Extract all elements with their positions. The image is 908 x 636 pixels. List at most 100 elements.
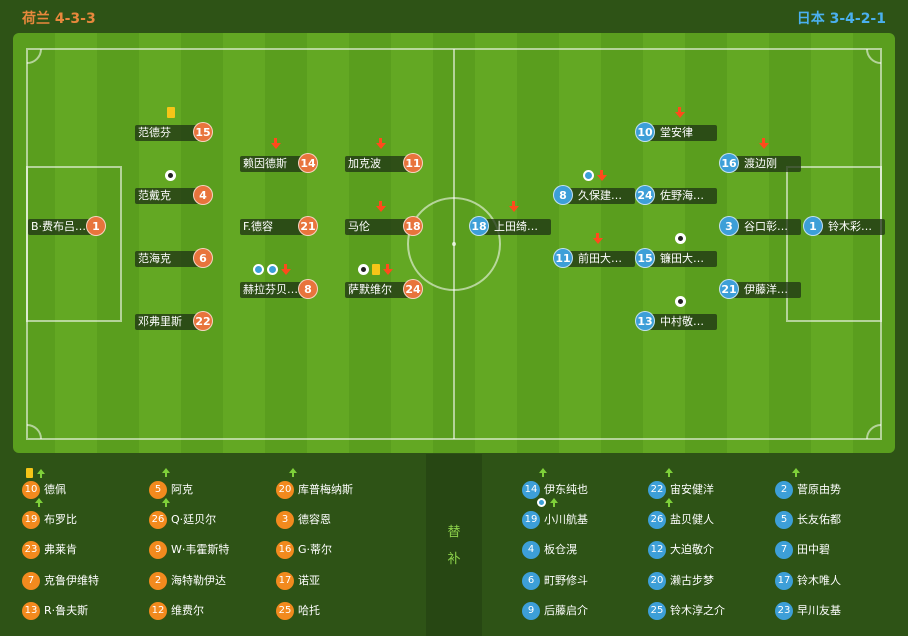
- player-number: 18: [403, 216, 423, 236]
- player-name: 伊藤洋…: [729, 282, 801, 298]
- player-name: 赫拉芬贝…: [240, 282, 303, 298]
- player-name: 邓弗里斯: [135, 314, 198, 330]
- sub-number: 23: [775, 602, 793, 620]
- sub-in-arrow-icon: [162, 498, 170, 507]
- substitutes-label: 替 补: [426, 454, 482, 636]
- player-number: 10: [635, 122, 655, 142]
- sub-number: 9: [149, 541, 167, 559]
- own-goal-icon: [267, 264, 278, 275]
- sub-in-arrow-icon: [35, 498, 43, 507]
- player-away[interactable]: 久保建… 8: [553, 169, 635, 205]
- sub-name: 弗莱肯: [44, 543, 77, 556]
- substitutes-label-char: 替: [447, 525, 461, 540]
- own-goal-icon: [583, 170, 594, 181]
- event-icons: [792, 468, 800, 477]
- sub-number: 2: [149, 572, 167, 590]
- player-name: 范德芬: [135, 125, 198, 141]
- event-icons: [593, 232, 603, 245]
- player-number: 22: [193, 311, 213, 331]
- sub-name: G·蒂尔: [298, 543, 333, 556]
- event-icons: [376, 200, 386, 213]
- player-away[interactable]: 伊藤洋… 21: [719, 279, 801, 299]
- event-icons: [167, 106, 175, 119]
- event-icons: [253, 263, 291, 276]
- player-home[interactable]: 加克波 11: [343, 137, 423, 173]
- sub-name: 哈托: [298, 604, 320, 617]
- goal-ball-icon: [675, 233, 686, 244]
- own-goal-icon: [253, 264, 264, 275]
- sub-name: 库普梅纳斯: [298, 483, 353, 496]
- player-away[interactable]: 镰田大… 15: [635, 233, 717, 268]
- player-name: 马伦: [345, 219, 408, 235]
- sub-name: 盐贝健人: [670, 513, 714, 526]
- event-icons: [162, 468, 170, 477]
- player-home[interactable]: 范戴克 4: [133, 170, 213, 205]
- player-number: 8: [298, 279, 318, 299]
- sub-number: 9: [522, 602, 540, 620]
- event-icons: [165, 169, 176, 182]
- player-home[interactable]: 范德芬 15: [133, 107, 213, 142]
- player-name: F.德容: [240, 219, 303, 235]
- event-icons: [376, 137, 386, 150]
- event-icons: [537, 498, 558, 507]
- player-number: 15: [635, 248, 655, 268]
- home-bench: 10 德佩 5 阿克 20 库普梅纳斯 19 布罗比 26 Q·廷贝尔 3 德容…: [13, 454, 426, 636]
- yellow-card-icon: [372, 264, 380, 275]
- player-home[interactable]: 马伦 18: [343, 200, 423, 236]
- sub-name: 早川友基: [797, 604, 841, 617]
- sub-out-arrow-icon: [281, 263, 291, 276]
- player-away[interactable]: 谷口彰… 3: [719, 216, 801, 236]
- player-number: 16: [719, 153, 739, 173]
- player-home[interactable]: 赫拉芬贝… 8: [238, 263, 318, 299]
- sub-name: 克鲁伊维特: [44, 574, 99, 587]
- player-away[interactable]: 上田绮… 18: [469, 200, 551, 236]
- sub-number: 6: [522, 572, 540, 590]
- header: 荷兰 4-3-3 日本 3-4-2-1: [0, 0, 908, 33]
- player-away[interactable]: 佐野海… 24: [635, 185, 717, 205]
- player-home[interactable]: 范海克 6: [133, 248, 213, 268]
- sub-in-arrow-icon: [665, 468, 673, 477]
- player-home[interactable]: B·费布吕… 1: [26, 216, 106, 236]
- sub-out-arrow-icon: [376, 200, 386, 213]
- player-home[interactable]: 萨默维尔 24: [343, 263, 423, 299]
- player-home[interactable]: 邓弗里斯 22: [133, 311, 213, 331]
- player-away[interactable]: 前田大… 11: [553, 232, 635, 268]
- sub-in-arrow-icon: [665, 498, 673, 507]
- player-home[interactable]: 赖因德斯 14: [238, 137, 318, 173]
- sub-number: 26: [149, 511, 167, 529]
- yellow-card-icon: [26, 468, 33, 478]
- pitch-lines: [26, 48, 882, 440]
- player-name: 堂安律: [645, 125, 717, 141]
- sub-number: 20: [276, 481, 294, 499]
- sub-name: 阿克: [171, 483, 193, 496]
- sub-number: 4: [522, 541, 540, 559]
- player-away[interactable]: 堂安律 10: [635, 106, 717, 142]
- player-away[interactable]: 铃木彩… 1: [803, 216, 885, 236]
- event-icons: [271, 137, 281, 150]
- player-away[interactable]: 中村敬… 13: [635, 296, 717, 331]
- player-number: 6: [193, 248, 213, 268]
- player-name: B·费布吕…: [28, 219, 91, 235]
- sub-name: 菅原由势: [797, 483, 841, 496]
- player-name: 渡边刚: [729, 156, 801, 172]
- sub-out-arrow-icon: [383, 263, 393, 276]
- sub-number: 5: [149, 481, 167, 499]
- player-name: 加克波: [345, 156, 408, 172]
- sub-in-arrow-icon: [539, 468, 547, 477]
- player-number: 24: [403, 279, 423, 299]
- player-away[interactable]: 渡边刚 16: [719, 137, 801, 173]
- sub-name: 伊东纯也: [544, 483, 588, 496]
- sub-name: 铃木唯人: [797, 574, 841, 587]
- sub-number: 20: [648, 572, 666, 590]
- sub-name: 维费尔: [171, 604, 204, 617]
- sub-in-arrow-icon: [792, 468, 800, 477]
- sub-number: 17: [276, 572, 294, 590]
- event-icons: [539, 468, 547, 477]
- home-team-formation: 荷兰 4-3-3: [22, 11, 96, 27]
- sub-number: 10: [22, 481, 40, 499]
- event-icons: [759, 137, 769, 150]
- player-home[interactable]: F.德容 21: [238, 216, 318, 236]
- event-icons: [289, 468, 297, 477]
- sub-number: 22: [648, 481, 666, 499]
- sub-name: 田中碧: [797, 543, 830, 556]
